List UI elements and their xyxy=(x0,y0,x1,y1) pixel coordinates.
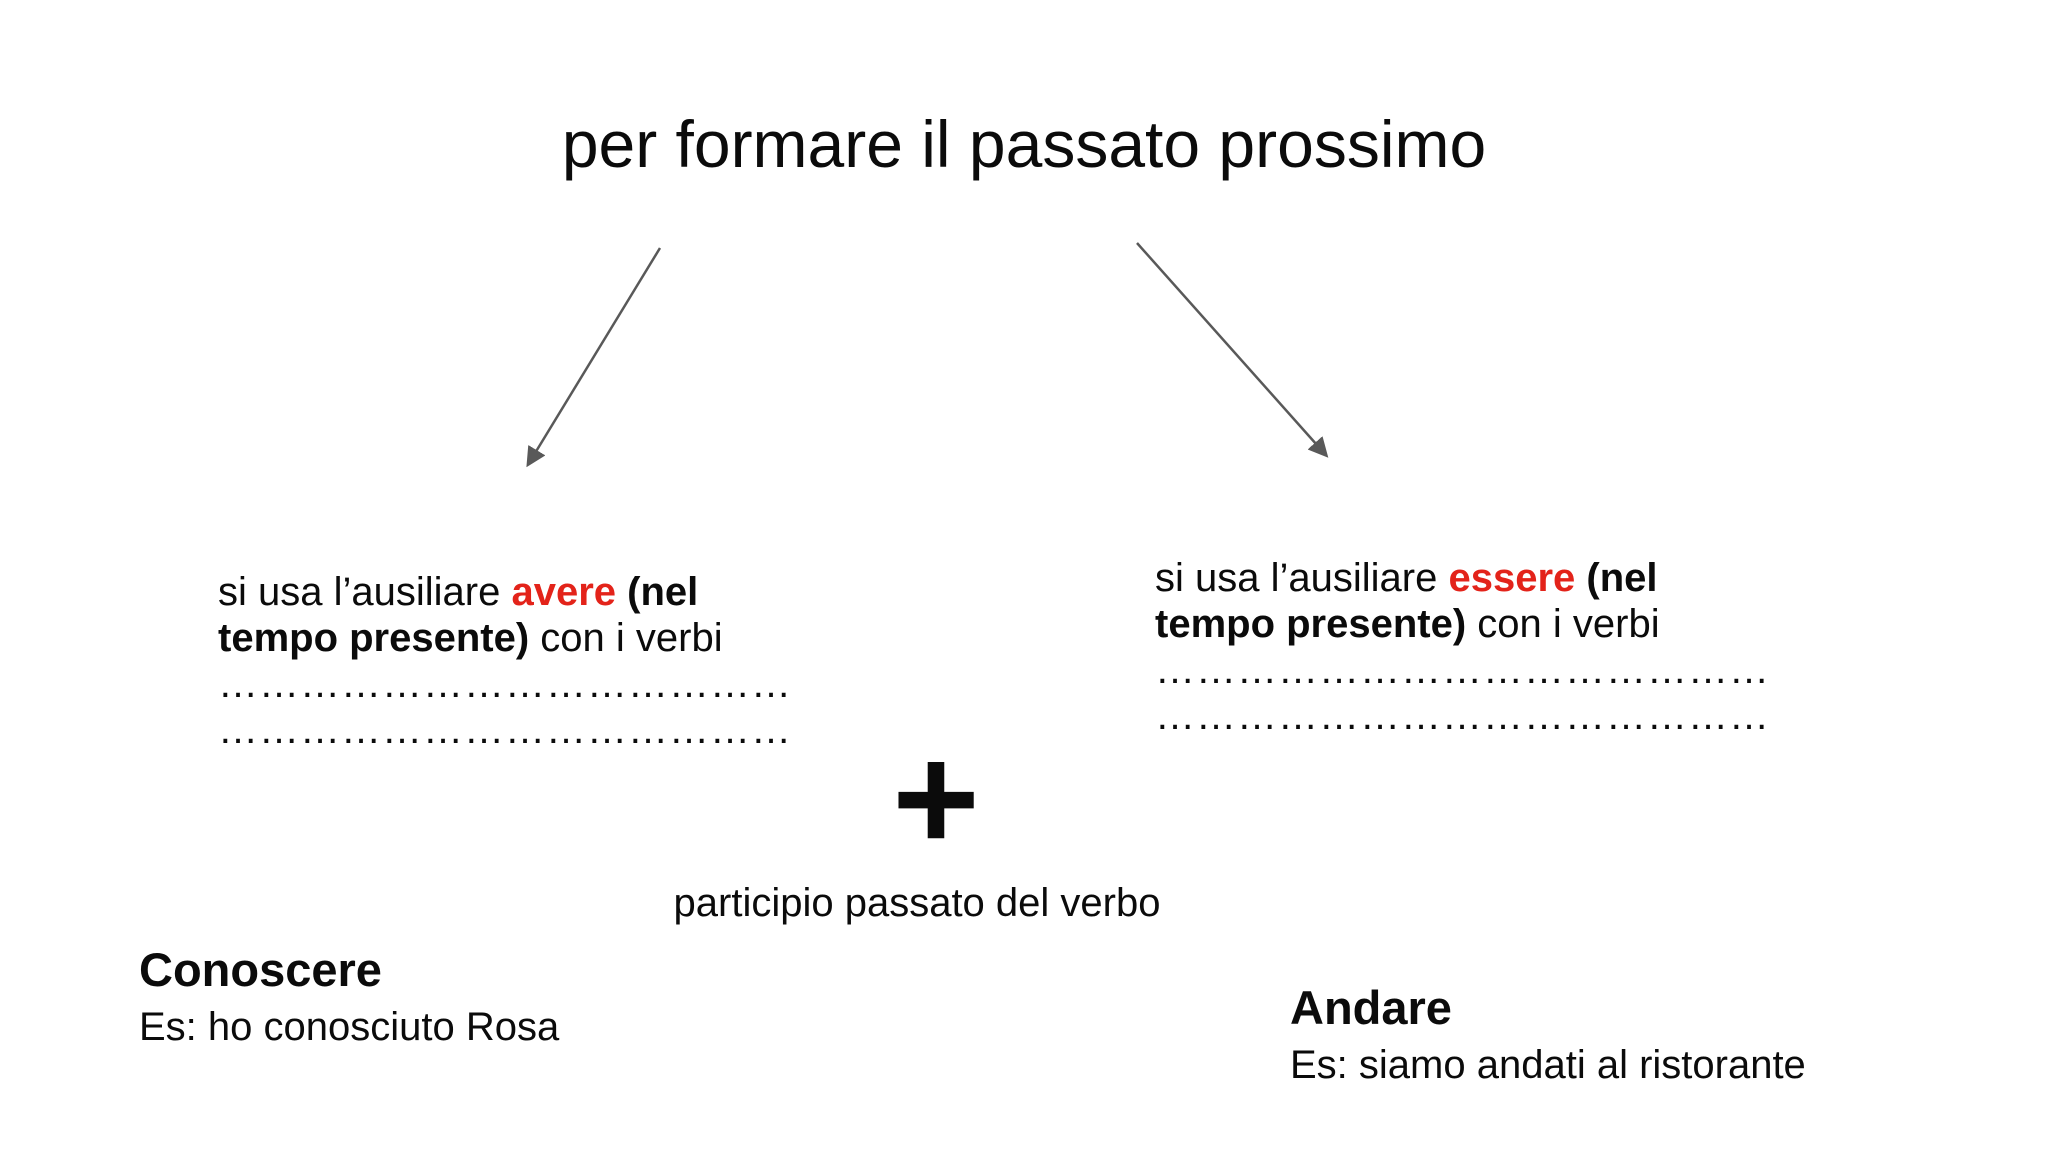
aux-verb-avere: avere xyxy=(511,570,617,614)
slide-title: per formare il passato prossimo xyxy=(561,107,1487,181)
down-right-arrow-icon xyxy=(1136,242,1329,458)
participio-label: participio passato del verbo xyxy=(673,881,1161,925)
arrow-line xyxy=(1136,242,1329,458)
avere-rule-line-1: si usa l’ausiliare avere (nel xyxy=(218,569,858,615)
example-verb-heading: Andare xyxy=(1290,981,1452,1034)
rule-text-bold: tempo presente) xyxy=(1155,602,1467,646)
rule-text-bold: (nel xyxy=(1575,556,1658,600)
avere-rule-line-2: tempo presente) con i verbi xyxy=(218,615,858,661)
example-sentence: Es: ho conosciuto Rosa xyxy=(139,1005,560,1049)
rule-text: con i verbi xyxy=(1466,602,1660,646)
essere-fill-in-dotted-line-1: ……………………………………… xyxy=(1155,648,1770,692)
rule-text: si usa l’ausiliare xyxy=(1155,556,1449,600)
example-andare: Andare Es: siamo andati al ristorante xyxy=(1290,980,1806,1088)
example-sentence: Es: siamo andati al ristorante xyxy=(1290,1043,1806,1087)
essere-rule-line-2: tempo presente) con i verbi xyxy=(1155,601,1815,647)
plus-sign: + xyxy=(892,714,980,882)
rule-text: si usa l’ausiliare xyxy=(218,570,512,614)
rule-text: con i verbi xyxy=(529,616,723,660)
avere-rule-block: si usa l’ausiliare avere (nel tempo pres… xyxy=(218,569,858,753)
rule-text-bold: tempo presente) xyxy=(218,616,530,660)
essere-rule-block: si usa l’ausiliare essere (nel tempo pre… xyxy=(1155,555,1815,739)
rule-text-bold: (nel xyxy=(616,570,699,614)
down-left-arrow-icon xyxy=(526,247,662,468)
arrow-line xyxy=(526,247,662,468)
essere-rule-line-1: si usa l’ausiliare essere (nel xyxy=(1155,555,1815,601)
essere-fill-in-dotted-line-2: ……………………………………… xyxy=(1155,694,1770,738)
aux-verb-essere: essere xyxy=(1448,556,1576,600)
example-conoscere: Conoscere Es: ho conosciuto Rosa xyxy=(139,942,559,1050)
example-verb-heading: Conoscere xyxy=(139,943,382,996)
avere-fill-in-dotted-line-1: …………………………………… xyxy=(218,662,792,706)
avere-fill-in-dotted-line-2: …………………………………… xyxy=(218,708,792,752)
